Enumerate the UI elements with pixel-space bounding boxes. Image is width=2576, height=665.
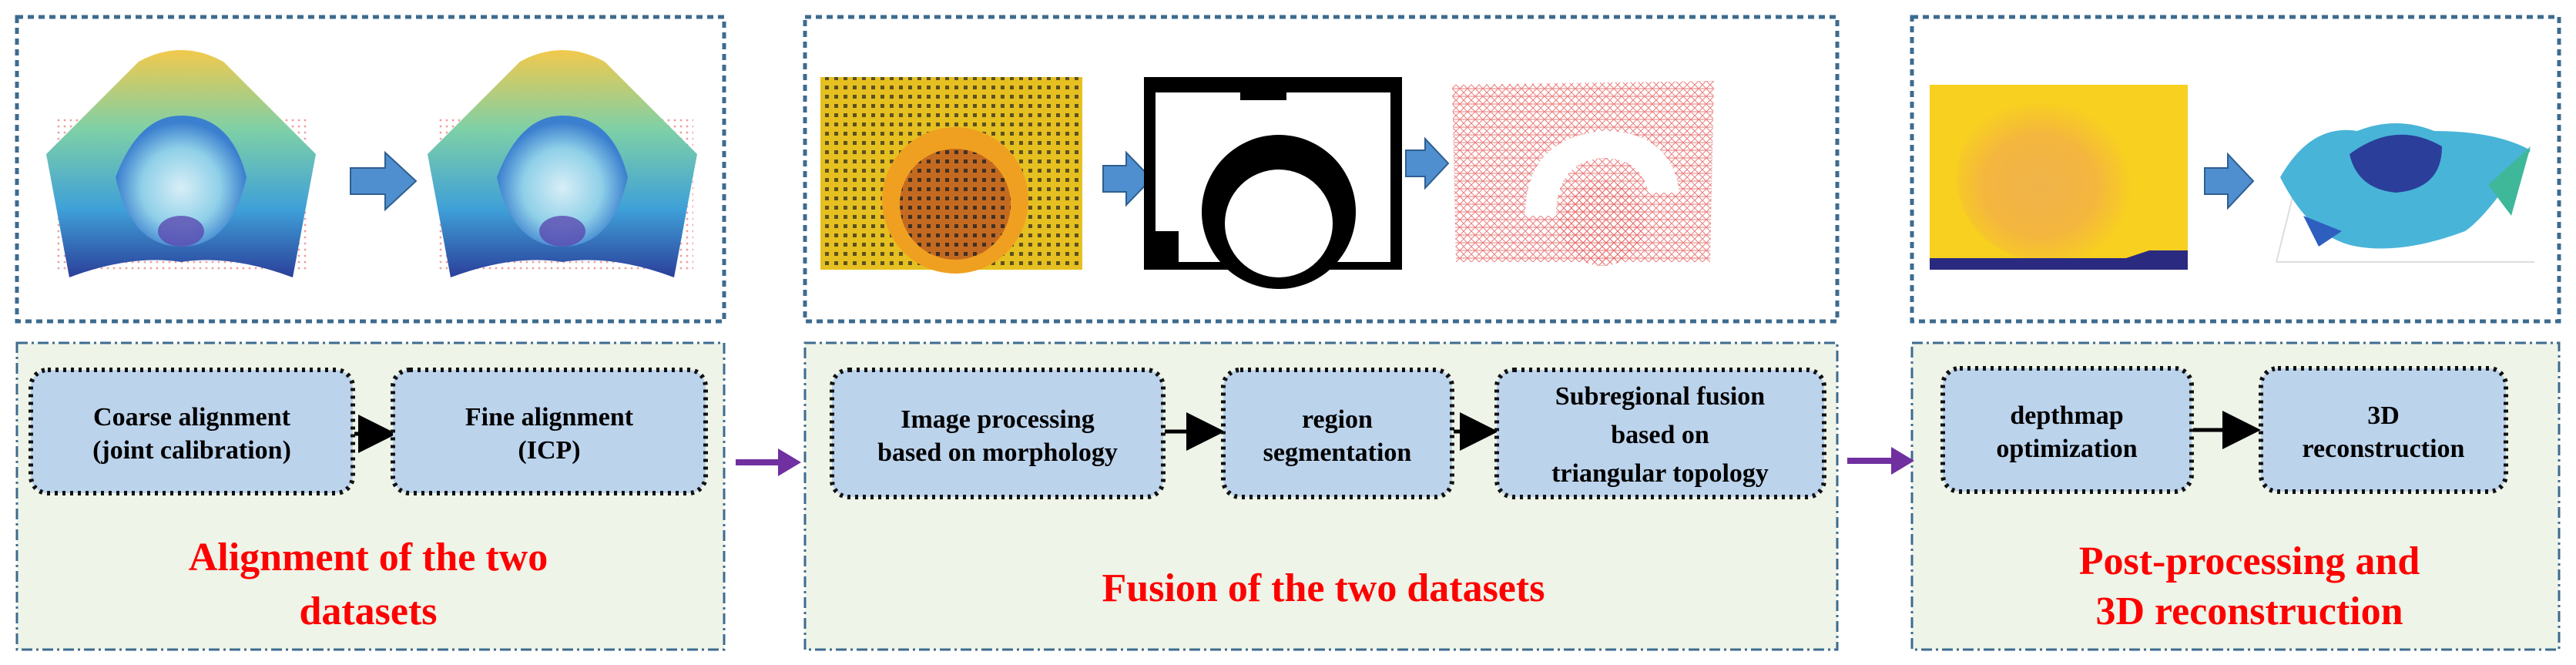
process-box-fine-alignment <box>391 368 708 495</box>
process-box-label: Subregional fusion <box>1555 382 1766 411</box>
process-box-label: (ICP) <box>518 436 580 465</box>
process-box-label: reconstruction <box>2303 435 2465 463</box>
process-box-label: based on <box>1611 421 1709 449</box>
process-box-label: 3D <box>2367 401 2400 430</box>
stage-arrow <box>1847 447 1914 475</box>
process-box-label: depthmap <box>2010 401 2123 430</box>
stage-title-fusion: Fusion of the two datasets <box>1102 566 1545 610</box>
arrow-right-icon <box>1405 136 1450 190</box>
process-box-3d-reconstruction <box>2259 366 2508 494</box>
process-box-image-processing <box>830 368 1166 499</box>
process-box-label: triangular topology <box>1551 459 1769 488</box>
mesh-icon <box>1452 81 1714 266</box>
process-box-label: optimization <box>1996 435 2137 463</box>
arrow-right-icon <box>1102 150 1153 207</box>
depth-image-icon <box>820 77 1082 274</box>
arrow-right-icon <box>2204 152 2255 210</box>
depth-image-icon <box>1930 85 2188 270</box>
surface-plot-icon <box>46 50 316 277</box>
process-box-label: (joint calibration) <box>92 436 291 465</box>
arrow-right-icon <box>350 150 418 212</box>
process-box-label: Coarse alignment <box>93 403 291 432</box>
surface-plot-icon <box>428 50 697 277</box>
stage-arrow <box>736 448 801 476</box>
process-box-depthmap-optimization <box>1940 366 2194 494</box>
process-box-label: Image processing <box>901 405 1095 434</box>
process-box-label: based on morphology <box>877 438 1118 467</box>
binary-mask-icon <box>1144 77 1402 289</box>
surface-plot-icon <box>2276 123 2534 263</box>
process-box-region-segmentation <box>1221 368 1454 499</box>
process-box-label: segmentation <box>1263 438 1412 467</box>
svg-text:Fine alignment(ICP): Fine alignment (ICP) <box>465 403 634 465</box>
svg-text:Coarse alignment(joint calibra: Coarse alignment (joint calibration) <box>92 403 291 465</box>
process-box-subregional-fusion <box>1494 368 1826 499</box>
process-box-label: Fine alignment <box>465 403 634 432</box>
process-box-label: region <box>1302 405 1373 434</box>
process-box-coarse-alignment <box>29 368 355 495</box>
